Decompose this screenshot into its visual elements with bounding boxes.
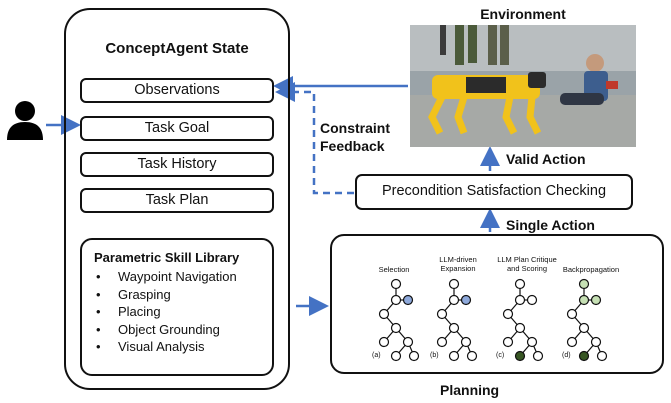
tree-node [566,336,578,348]
valid-action-label: Valid Action [506,151,586,167]
tree-node [502,336,514,348]
person-icon [7,101,43,140]
tree-node [402,294,414,306]
tree-node [502,308,514,320]
planning-label: Planning [440,382,500,398]
tree-node [402,336,414,348]
skill-library-title: Parametric Skill Library [94,250,240,265]
mcts-step-label-a: Selection [378,265,410,274]
single-action-label: Single Action [506,217,595,233]
tree-node [378,308,390,320]
constraint-feedback-label-2: Feedback [320,138,385,154]
tree-node [436,308,448,320]
tree-node [448,350,460,362]
constraint-feedback-label-1: Constraint [320,120,390,136]
tree-node [578,322,590,334]
tree-node [390,294,402,306]
tree-node [596,350,608,362]
tree-node [514,322,526,334]
tree-node [514,350,526,362]
mcts-tag-a: (a) [372,352,381,359]
skill-library-panel [80,238,274,376]
task-plan-box: Task Plan [80,188,274,213]
concept-agent-state-panel [64,8,290,390]
tree-node [390,322,402,334]
tree-node [578,278,590,290]
tree-node [578,350,590,362]
tree-node [390,350,402,362]
skill-item: Waypoint Navigation [96,268,237,286]
mcts-tag-b: (b) [430,352,439,359]
environment-photo [410,25,636,147]
tree-node [590,294,602,306]
tree-node [578,294,590,306]
tree-node [466,350,478,362]
observations-box: Observations [80,78,274,103]
tree-node [448,278,460,290]
tree-node [526,336,538,348]
state-title: ConceptAgent State [105,40,249,57]
tree-node [514,294,526,306]
mcts-step-label-b: LLM-driven Expansion [439,255,477,273]
tree-node [526,294,538,306]
task-history-box: Task History [80,152,274,177]
tree-node [566,308,578,320]
skill-item: Object Grounding [96,321,237,339]
constraint-feedback-arrow [275,82,354,195]
skill-item: Visual Analysis [96,338,237,356]
tree-node [448,294,460,306]
mcts-step-label-c: LLM Plan Critique and Scoring [497,255,557,273]
tree-node [514,278,526,290]
tree-node [532,350,544,362]
mcts-step-label-d: Backpropagation [562,265,620,274]
skill-list: Waypoint Navigation Grasping Placing Obj… [96,268,237,356]
tree-node [590,336,602,348]
tree-node [448,322,460,334]
tree-node [436,336,448,348]
mcts-tag-d: (d) [562,352,571,359]
tree-node [408,350,420,362]
tree-node [378,336,390,348]
task-goal-box: Task Goal [80,116,274,141]
tree-node [390,278,402,290]
precondition-check-box: Precondition Satisfaction Checking [355,174,633,210]
skill-item: Placing [96,303,237,321]
mcts-tag-c: (c) [496,352,505,359]
environment-title: Environment [480,6,566,22]
planning-panel [330,234,664,374]
tree-node [460,294,472,306]
tree-node [460,336,472,348]
skill-item: Grasping [96,286,237,304]
